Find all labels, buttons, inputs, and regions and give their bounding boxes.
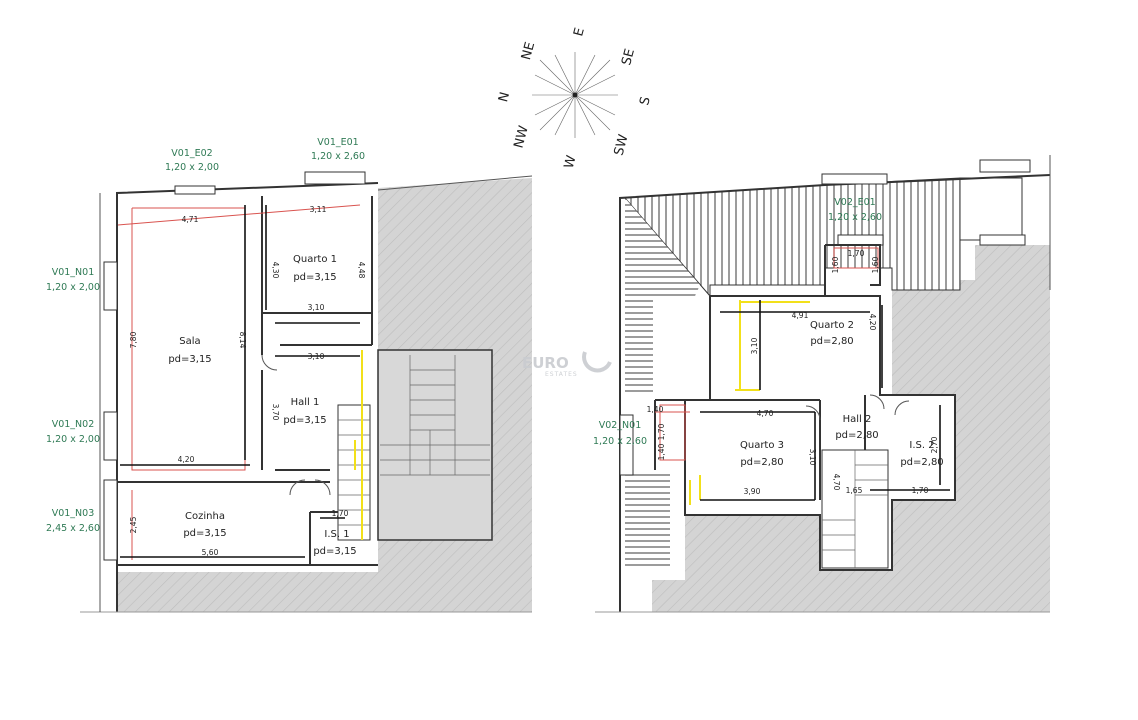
ground-floor-window-labels: V01_E02 1,20 x 2,00 V01_E01 1,20 x 2,60 … bbox=[46, 137, 365, 534]
dimension-label: 3,90 bbox=[744, 487, 761, 496]
dimension-label: 3,10 bbox=[750, 337, 759, 354]
dimension-label: 4,71 bbox=[182, 215, 199, 224]
dimension-label: 1,40 bbox=[647, 405, 664, 414]
euro-estates-logo: EURO ESTATES bbox=[522, 351, 612, 378]
room-name: Hall 1 bbox=[291, 397, 320, 408]
room-name: Quarto 2 bbox=[810, 320, 854, 331]
dimension-label: 1,70 bbox=[848, 249, 865, 258]
dimension-label: 1,70 bbox=[912, 486, 929, 495]
window-code: V01_E02 bbox=[171, 148, 212, 159]
room-height: pd=2,80 bbox=[810, 336, 853, 347]
compass-sw: SW bbox=[612, 133, 632, 157]
dimension-label: 4,20 bbox=[868, 314, 877, 331]
svg-text:EURO: EURO bbox=[522, 354, 569, 372]
window-code: V01_N03 bbox=[52, 508, 95, 519]
dimension-label: 4,20 bbox=[178, 455, 195, 464]
ground-floor-plan bbox=[80, 171, 533, 613]
room-name: Cozinha bbox=[185, 511, 225, 522]
dimension-label: 1,60 bbox=[871, 256, 880, 273]
dimension-label: 1,70 bbox=[332, 509, 349, 518]
dimension-label: 4,70 bbox=[832, 474, 841, 491]
room-name: Quarto 3 bbox=[740, 440, 784, 451]
window-size: 1,20 x 2,00 bbox=[46, 434, 100, 445]
upper-floor-dimensions: 1,70 1,60 1,60 4,91 3,10 4,20 1,40 4,70 … bbox=[647, 249, 939, 496]
window-size: 2,45 x 2,60 bbox=[46, 523, 100, 534]
room-name: I.S. 2 bbox=[909, 440, 934, 451]
window-size: 1,20 x 2,00 bbox=[46, 282, 100, 293]
dimension-label: 1,70 bbox=[657, 423, 666, 440]
window-size: 1,20 x 2,00 bbox=[165, 162, 219, 173]
dimension-label: 3,70 bbox=[271, 404, 280, 421]
dimension-label: 3,11 bbox=[310, 205, 327, 214]
compass-e: E bbox=[571, 26, 588, 38]
window-size: 1,20 x 2,60 bbox=[828, 212, 882, 223]
room-height: pd=3,15 bbox=[183, 528, 226, 539]
dimension-label: 4,48 bbox=[357, 262, 366, 279]
dimension-label: 8,14 bbox=[238, 332, 247, 349]
dimension-label: 3,10 bbox=[308, 303, 325, 312]
dimension-label: 2,45 bbox=[129, 516, 138, 533]
upper-floor-room-labels: Quarto 2 pd=2,80 Quarto 3 pd=2,80 Hall 2… bbox=[740, 320, 944, 468]
room-height: pd=3,15 bbox=[313, 546, 356, 557]
compass-ne: NE bbox=[519, 40, 538, 61]
dimension-label: 3,10 bbox=[308, 352, 325, 361]
ground-floor-dimensions: 4,71 3,11 4,30 4,48 3,10 3,10 7,80 8,14 … bbox=[129, 205, 366, 557]
dimension-label: 5,60 bbox=[202, 548, 219, 557]
dimension-label: 1,65 bbox=[846, 486, 863, 495]
compass-s: S bbox=[637, 95, 654, 107]
upper-floor-window-labels: V02_E01 1,20 x 2,60 V02_N01 1,20 x 2,60 bbox=[593, 197, 882, 447]
room-height: pd=2,80 bbox=[835, 430, 878, 441]
window-size: 1,20 x 2,60 bbox=[593, 436, 647, 447]
room-height: pd=3,15 bbox=[283, 415, 326, 426]
svg-text:ESTATES: ESTATES bbox=[545, 371, 578, 378]
room-height: pd=3,15 bbox=[293, 272, 336, 283]
dimension-label: 2,70 bbox=[930, 436, 939, 453]
window-code: V01_N02 bbox=[52, 419, 95, 430]
window-code: V02_E01 bbox=[834, 197, 875, 208]
compass-n: N bbox=[496, 90, 513, 103]
dimension-label: 1,40 bbox=[657, 443, 666, 460]
dimension-label: 7,80 bbox=[129, 331, 138, 348]
room-name: Quarto 1 bbox=[293, 254, 337, 265]
room-height: pd=3,15 bbox=[168, 354, 211, 365]
upper-floor-plan bbox=[595, 155, 1051, 613]
dimension-label: 4,70 bbox=[757, 409, 774, 418]
dimension-label: 1,60 bbox=[831, 256, 840, 273]
room-height: pd=2,80 bbox=[900, 457, 943, 468]
ground-floor-room-labels: Sala pd=3,15 Quarto 1 pd=3,15 Hall 1 pd=… bbox=[168, 254, 356, 557]
dimension-label: 4,30 bbox=[271, 262, 280, 279]
window-size: 1,20 x 2,60 bbox=[311, 151, 365, 162]
dimension-label: 4,91 bbox=[792, 311, 809, 320]
room-name: Sala bbox=[179, 336, 200, 347]
upper-neighbour-area bbox=[652, 290, 1050, 612]
window-code: V01_E01 bbox=[317, 137, 358, 148]
room-name: Hall 2 bbox=[843, 414, 872, 425]
compass-se: SE bbox=[619, 47, 638, 67]
room-height: pd=2,80 bbox=[740, 457, 783, 468]
window-code: V02_N01 bbox=[599, 420, 642, 431]
compass-rose: N NE E SE S SW W NW bbox=[496, 26, 654, 170]
room-name: I.S. 1 bbox=[324, 529, 349, 540]
dimension-label: 3,10 bbox=[808, 449, 817, 466]
compass-nw: NW bbox=[511, 124, 531, 150]
compass-w: W bbox=[562, 154, 580, 170]
window-code: V01_N01 bbox=[52, 267, 95, 278]
neighbour-area-bottom bbox=[117, 572, 532, 612]
